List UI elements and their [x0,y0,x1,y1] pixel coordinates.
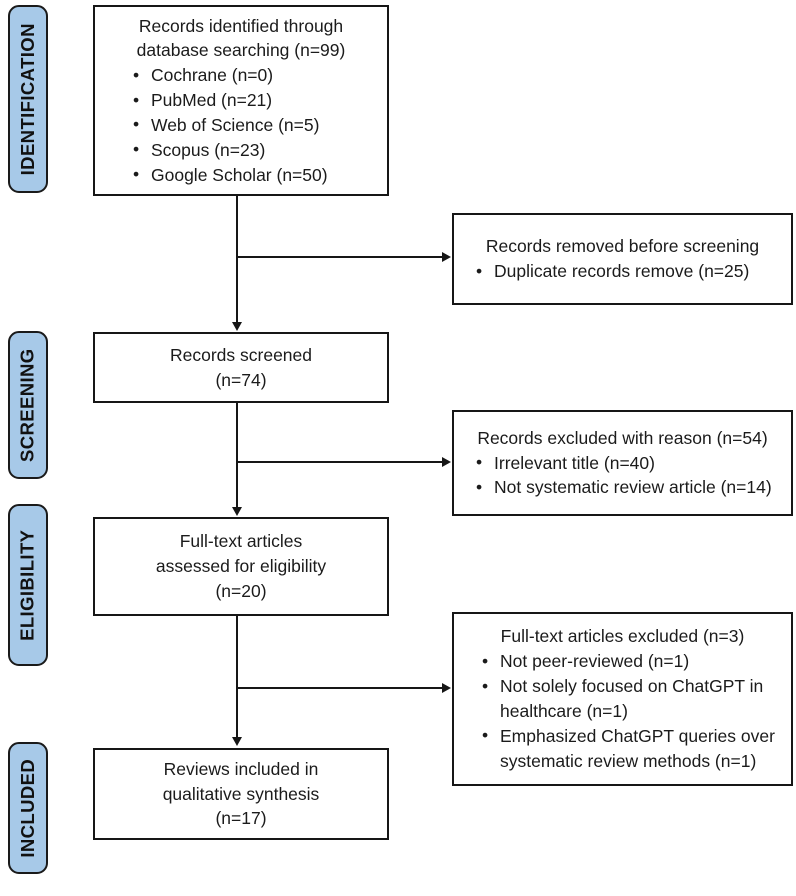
connector-vline-eligibility [236,616,239,738]
list-item: Cochrane (n=0) [133,63,387,88]
box-records-removed-bullets: Duplicate records remove (n=25) [454,259,791,284]
box-fulltext-assessed-heading-line2: assessed for eligibility [155,556,327,577]
box-records-identified-bullets: Cochrane (n=0) PubMed (n=21) Web of Scie… [95,63,387,187]
box-records-excluded: Records excluded with reason (n=54) Irre… [452,410,793,516]
box-reviews-included: Reviews included in qualitative synthesi… [93,748,389,840]
arrowhead-to-reviews-included-icon [231,737,242,746]
box-reviews-included-heading-line2: qualitative synthesis [162,783,320,804]
stage-label-included-text: INCLUDED [16,758,38,858]
arrowhead-to-fulltext-excluded-icon [442,682,451,693]
box-records-identified: Records identified through database sear… [93,5,389,196]
list-item: Not systematic review article (n=14) [476,475,791,500]
list-item: PubMed (n=21) [133,88,387,113]
box-records-identified-heading-line2: database searching (n=99) [136,40,346,61]
arrowhead-to-records-screened-icon [231,322,242,331]
box-records-excluded-bullets: Irrelevant title (n=40) Not systematic r… [454,450,791,501]
box-fulltext-assessed-heading-line1: Full-text articles [179,531,303,552]
stage-label-identification: IDENTIFICATION [8,5,48,193]
stage-label-screening-text: SCREENING [16,348,38,462]
box-records-screened-heading-line2: (n=74) [215,369,267,390]
box-records-screened-heading-line1: Records screened [169,344,313,365]
stage-label-eligibility: ELIGIBILITY [8,504,48,666]
connector-vline-screening [236,403,239,508]
box-fulltext-assessed: Full-text articles assessed for eligibil… [93,517,389,616]
stage-label-identification-text: IDENTIFICATION [16,22,38,176]
box-fulltext-excluded-heading: Full-text articles excluded (n=3) [500,626,745,647]
stage-label-included: INCLUDED [8,742,48,874]
connector-hline-to-fulltext-excluded [236,687,443,690]
box-fulltext-assessed-heading-line3: (n=20) [215,580,267,601]
list-item: Not peer-reviewed (n=1) [482,649,791,674]
box-reviews-included-heading-line3: (n=17) [215,808,267,829]
box-records-removed: Records removed before screening Duplica… [452,213,793,305]
list-item: Duplicate records remove (n=25) [476,259,791,284]
list-item: Scopus (n=23) [133,137,387,163]
list-item: Google Scholar (n=50) [133,162,387,188]
box-records-removed-heading: Records removed before screening [485,236,760,257]
connector-hline-to-records-removed [236,256,443,259]
list-item: Web of Science (n=5) [133,112,387,138]
list-item: Not solely focused on ChatGPT in healthc… [482,674,791,724]
connector-vline-identification [236,196,239,323]
connector-hline-to-records-excluded [236,461,443,464]
arrowhead-to-records-removed-icon [442,251,451,262]
box-reviews-included-heading-line1: Reviews included in [163,758,319,779]
box-records-identified-heading-line1: Records identified through [138,15,344,36]
box-fulltext-excluded: Full-text articles excluded (n=3) Not pe… [452,612,793,786]
box-fulltext-excluded-bullets: Not peer-reviewed (n=1) Not solely focus… [454,649,791,773]
stage-label-screening: SCREENING [8,331,48,479]
arrowhead-to-fulltext-assessed-icon [231,507,242,516]
arrowhead-to-records-excluded-icon [442,456,451,467]
list-item: Irrelevant title (n=40) [476,450,791,476]
box-records-excluded-heading: Records excluded with reason (n=54) [477,427,768,448]
box-records-screened: Records screened (n=74) [93,332,389,403]
list-item: Emphasized ChatGPT queries over systemat… [482,723,791,774]
stage-label-eligibility-text: ELIGIBILITY [16,529,38,641]
